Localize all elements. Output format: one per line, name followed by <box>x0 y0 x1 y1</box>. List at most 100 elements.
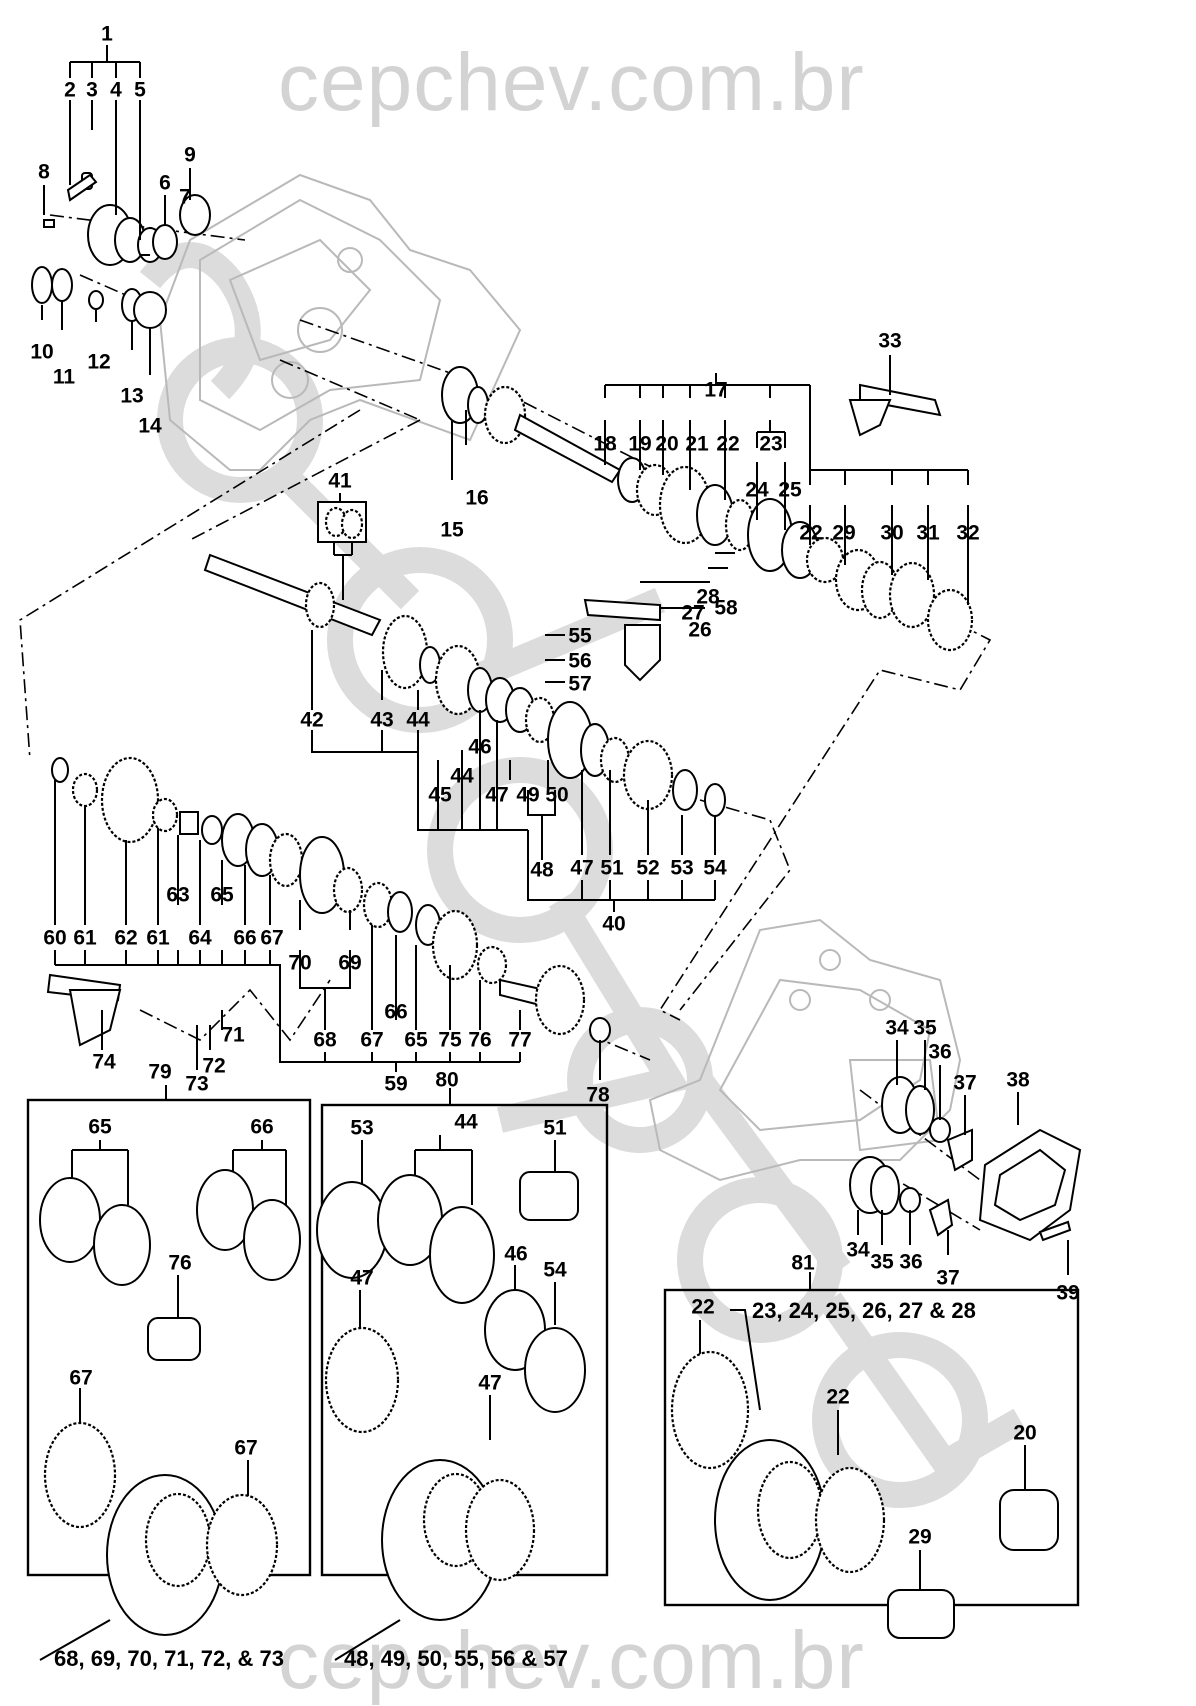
callout-31: 31 <box>916 521 940 545</box>
callout-53: 53 <box>670 856 694 880</box>
callout-66-a: 66 <box>233 926 257 950</box>
callout-51: 51 <box>600 856 624 880</box>
kit-79-label-67-left: 67 <box>69 1366 93 1390</box>
callout-15: 15 <box>440 518 464 542</box>
callout-34-upper: 34 <box>885 1016 909 1040</box>
callout-22-right: 22 <box>799 521 823 545</box>
leader-lines <box>41 45 1069 1290</box>
callout-77: 77 <box>508 1028 532 1052</box>
callout-55: 55 <box>568 624 592 648</box>
callout-75: 75 <box>438 1028 462 1052</box>
callout-40: 40 <box>602 912 626 936</box>
callout-28: 28 <box>696 585 720 609</box>
kit-81-box <box>663 1288 1080 1607</box>
kit-80-label-53: 53 <box>350 1116 374 1140</box>
callout-58: 58 <box>714 596 738 620</box>
differential-bearing-group <box>849 1076 1082 1242</box>
callout-25: 25 <box>778 478 802 502</box>
watermark-top: cepchev.com.br <box>278 37 865 128</box>
callout-14: 14 <box>138 414 162 438</box>
callout-42: 42 <box>300 708 324 732</box>
callout-43: 43 <box>370 708 394 732</box>
callout-3: 3 <box>86 78 98 102</box>
callout-37-lower: 37 <box>936 1266 960 1290</box>
callout-73: 73 <box>185 1072 209 1096</box>
kit-79-label-67-right: 67 <box>234 1436 258 1460</box>
callout-6: 6 <box>159 171 171 195</box>
kit-80-label-44: 44 <box>454 1110 478 1134</box>
kit-80-label-46: 46 <box>504 1242 528 1266</box>
callout-29: 29 <box>832 521 856 545</box>
kit-79-label-66: 66 <box>250 1115 274 1139</box>
callout-68: 68 <box>313 1028 337 1052</box>
watermark-diagonal-shapes <box>139 242 1027 1508</box>
kit-80-parts <box>316 1135 586 1661</box>
callout-69: 69 <box>338 951 362 975</box>
callout-19: 19 <box>628 432 652 456</box>
callout-78: 78 <box>586 1083 610 1107</box>
clutch-release-group <box>31 172 211 329</box>
callout-39: 39 <box>1056 1281 1080 1305</box>
callout-47-b: 47 <box>570 856 594 880</box>
callout-33: 33 <box>878 329 902 353</box>
kit-80-label-47-left: 47 <box>350 1266 374 1290</box>
callout-66-b: 66 <box>384 1000 408 1024</box>
watermark-bottom: cepchev.com.br <box>278 1615 865 1706</box>
callout-59: 59 <box>384 1072 408 1096</box>
callout-10: 10 <box>30 340 54 364</box>
callout-48: 48 <box>530 858 554 882</box>
kit-81-caption: 23, 24, 25, 26, 27 & 28 <box>752 1298 976 1323</box>
callout-45: 45 <box>428 783 452 807</box>
callout-49: 49 <box>516 783 540 807</box>
shaft-59-group <box>46 756 611 1047</box>
kit-80-label-47-right: 47 <box>478 1371 502 1395</box>
callout-11: 11 <box>52 365 76 389</box>
callout-5: 5 <box>134 78 146 102</box>
callout-46: 46 <box>468 735 492 759</box>
callout-63: 63 <box>166 883 190 907</box>
callout-71: 71 <box>221 1023 245 1047</box>
clutch-housing-ghost <box>158 173 522 471</box>
callout-34-lower: 34 <box>846 1238 870 1262</box>
callout-4: 4 <box>110 78 122 102</box>
callout-70: 70 <box>288 951 312 975</box>
callout-38: 38 <box>1006 1068 1030 1092</box>
callout-36-lower: 36 <box>899 1250 923 1274</box>
callout-41: 41 <box>328 469 352 493</box>
callout-37-upper: 37 <box>953 1071 977 1095</box>
callout-50: 50 <box>545 783 569 807</box>
callout-67-a: 67 <box>260 926 284 950</box>
callout-61-b: 61 <box>146 926 170 950</box>
callout-32: 32 <box>956 521 980 545</box>
callout-1: 1 <box>101 22 113 46</box>
callout-26: 26 <box>688 618 712 642</box>
kit-81-label-22-right: 22 <box>826 1385 850 1409</box>
callout-30: 30 <box>880 521 904 545</box>
callout-36-upper: 36 <box>928 1040 952 1064</box>
callout-21: 21 <box>685 432 709 456</box>
kit-80-label-51: 51 <box>543 1116 567 1140</box>
callout-9: 9 <box>184 143 196 167</box>
kit-81-parts <box>670 1309 1059 1639</box>
callout-65-a: 65 <box>210 883 234 907</box>
callout-79: 79 <box>148 1060 172 1084</box>
callout-20: 20 <box>655 432 679 456</box>
callout-17: 17 <box>704 378 728 402</box>
kit-79-label-65: 65 <box>88 1115 112 1139</box>
callout-81: 81 <box>791 1251 815 1275</box>
callout-47-a: 47 <box>485 783 509 807</box>
callout-27: 27 <box>681 601 705 625</box>
callout-61-a: 61 <box>73 926 97 950</box>
callout-80: 80 <box>435 1068 459 1092</box>
callout-56: 56 <box>568 649 592 673</box>
callout-13: 13 <box>120 384 144 408</box>
kit-79-caption: 68, 69, 70, 71, 72, & 73 <box>54 1646 284 1671</box>
kit-79-label-76: 76 <box>168 1251 192 1275</box>
callout-16: 16 <box>465 486 489 510</box>
callout-57: 57 <box>568 672 592 696</box>
kit-80-label-54: 54 <box>543 1258 567 1282</box>
callout-18: 18 <box>593 432 617 456</box>
kit-81-label-22-left: 22 <box>691 1295 715 1319</box>
